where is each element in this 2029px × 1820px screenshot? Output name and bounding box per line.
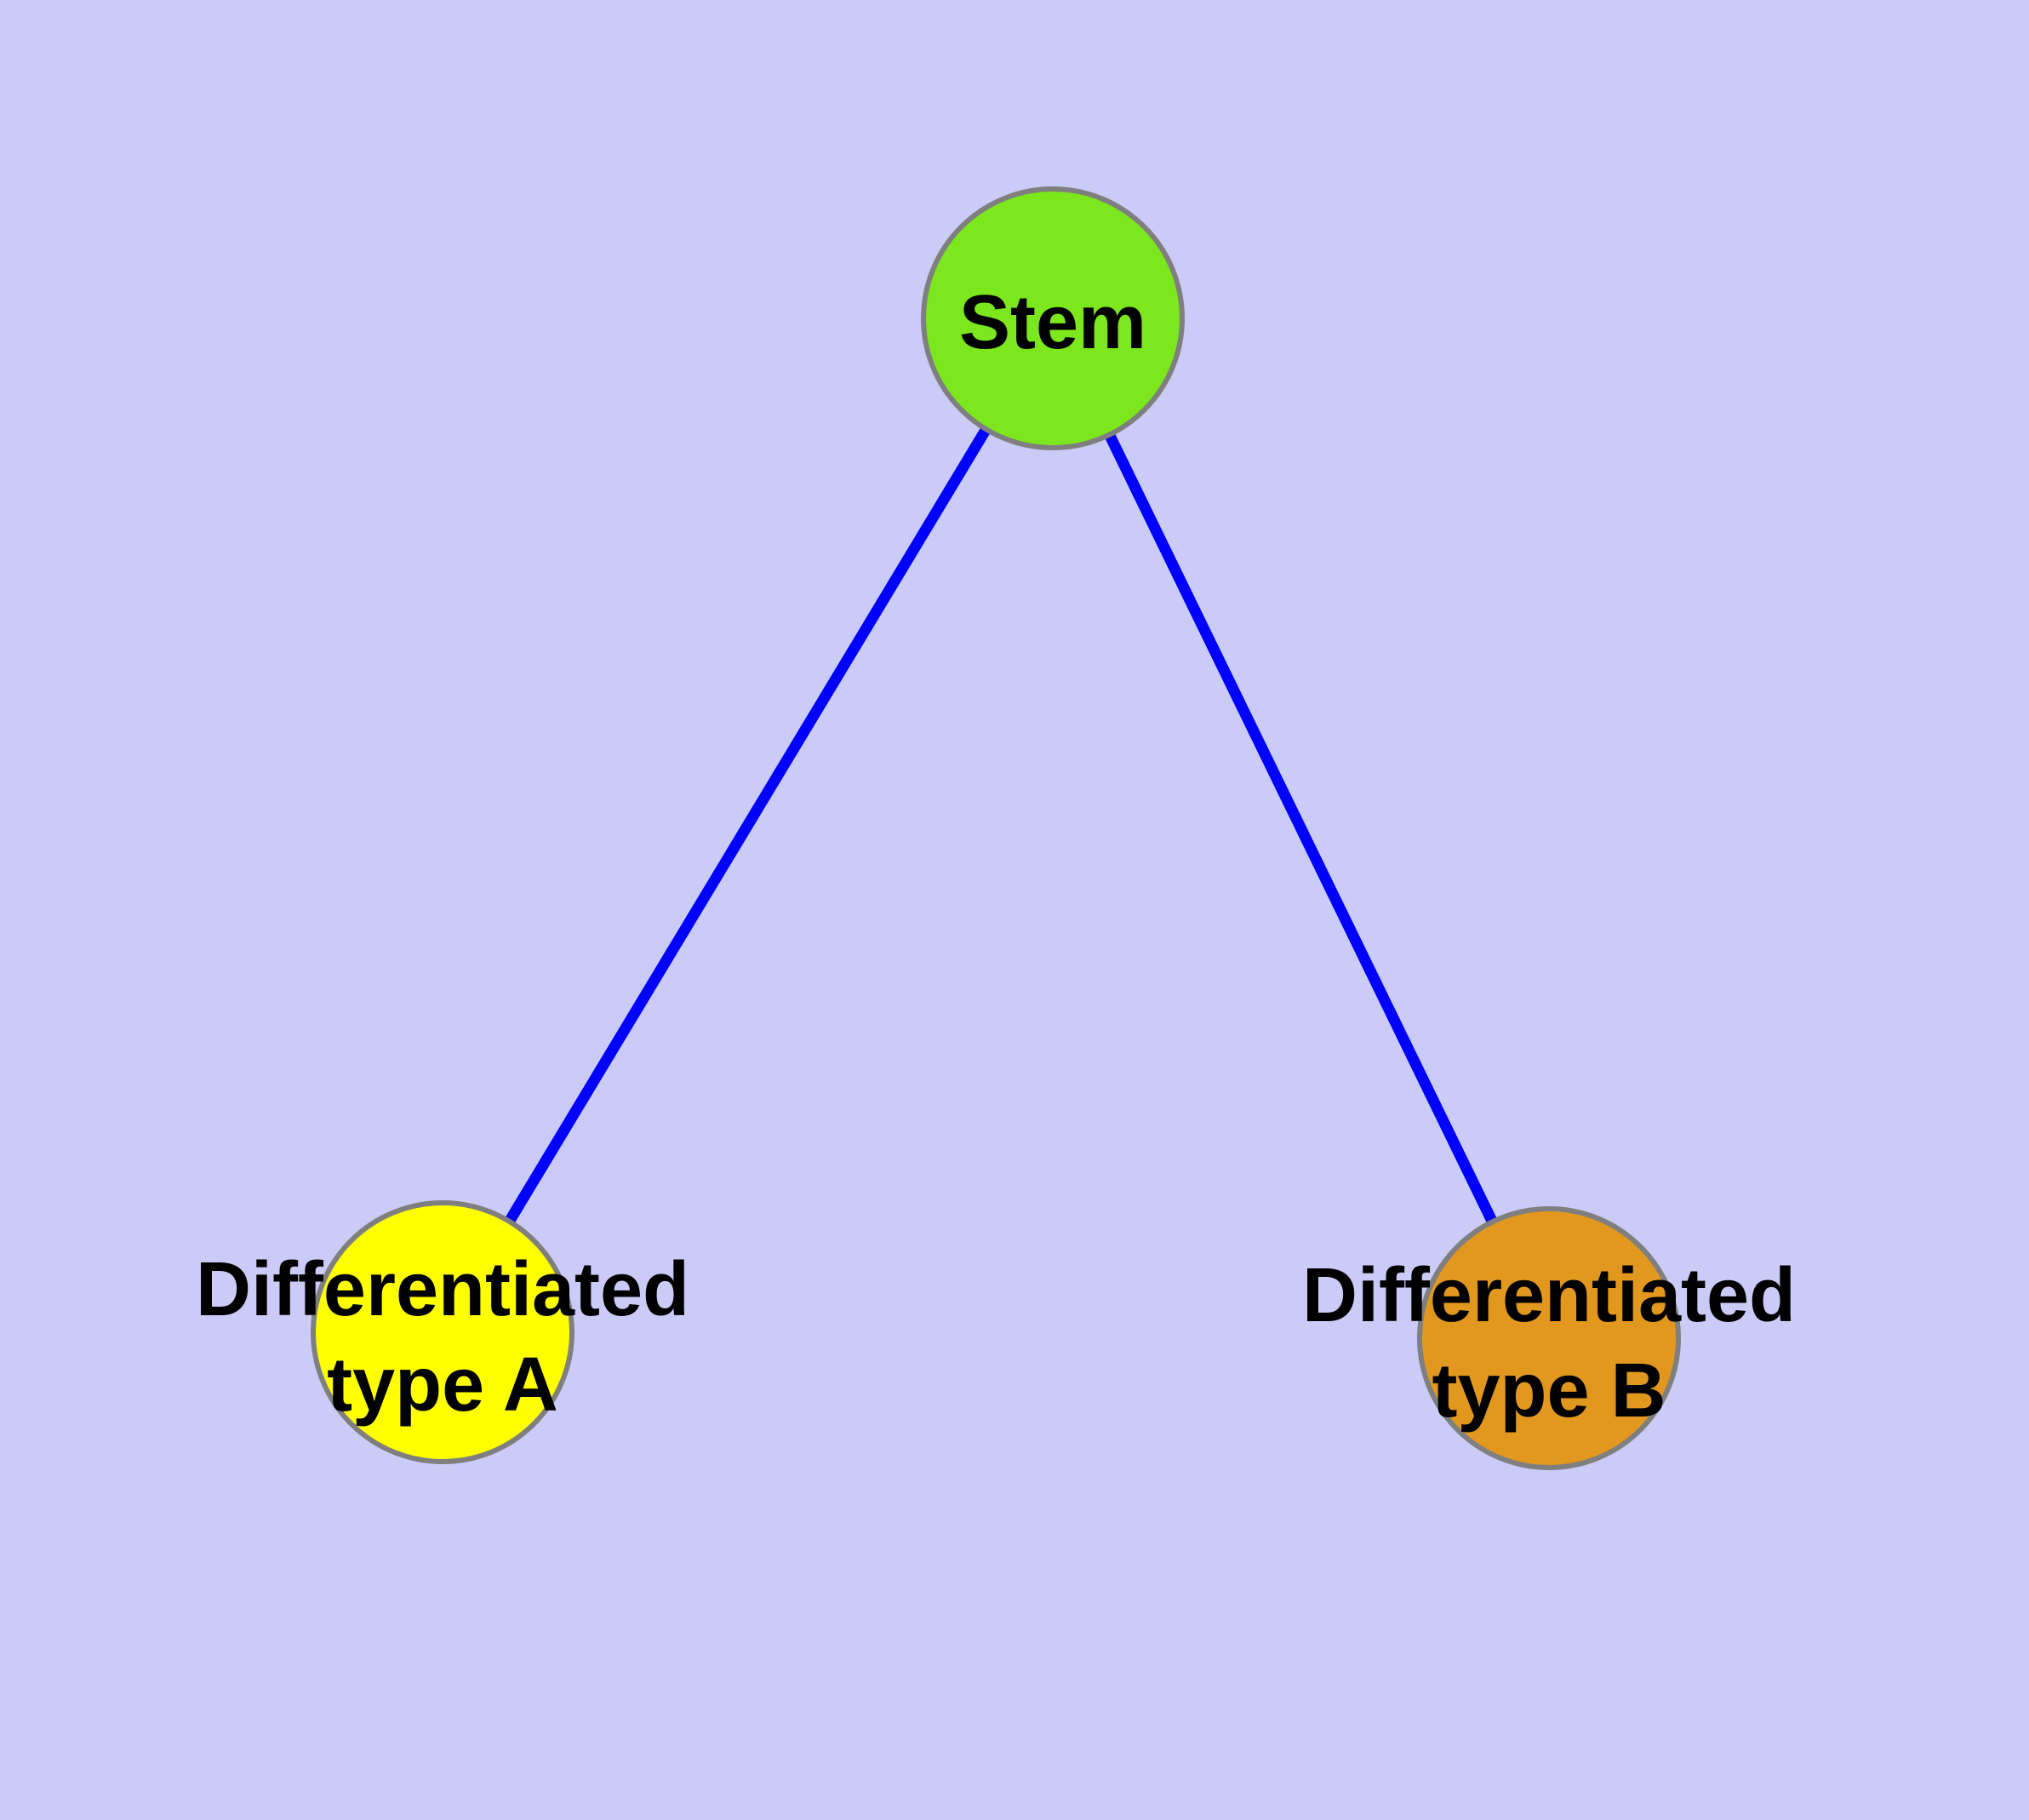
node-type-a-label-line-2: type A [327,1342,558,1428]
node-differentiated-type-b [1417,1206,1681,1470]
node-type-a-label-line-1: Differentiated [196,1247,689,1332]
edge-stem-to-type-a [437,315,1058,1336]
node-differentiated-type-a [311,1200,574,1464]
node-stem [921,186,1185,450]
node-type-b-label-line-1: Differentiated [1302,1253,1796,1338]
edge-stem-to-type-b [1048,316,1554,1341]
node-type-b-label-line-2: type B [1432,1348,1666,1434]
node-stem-label: Stem [959,280,1146,365]
